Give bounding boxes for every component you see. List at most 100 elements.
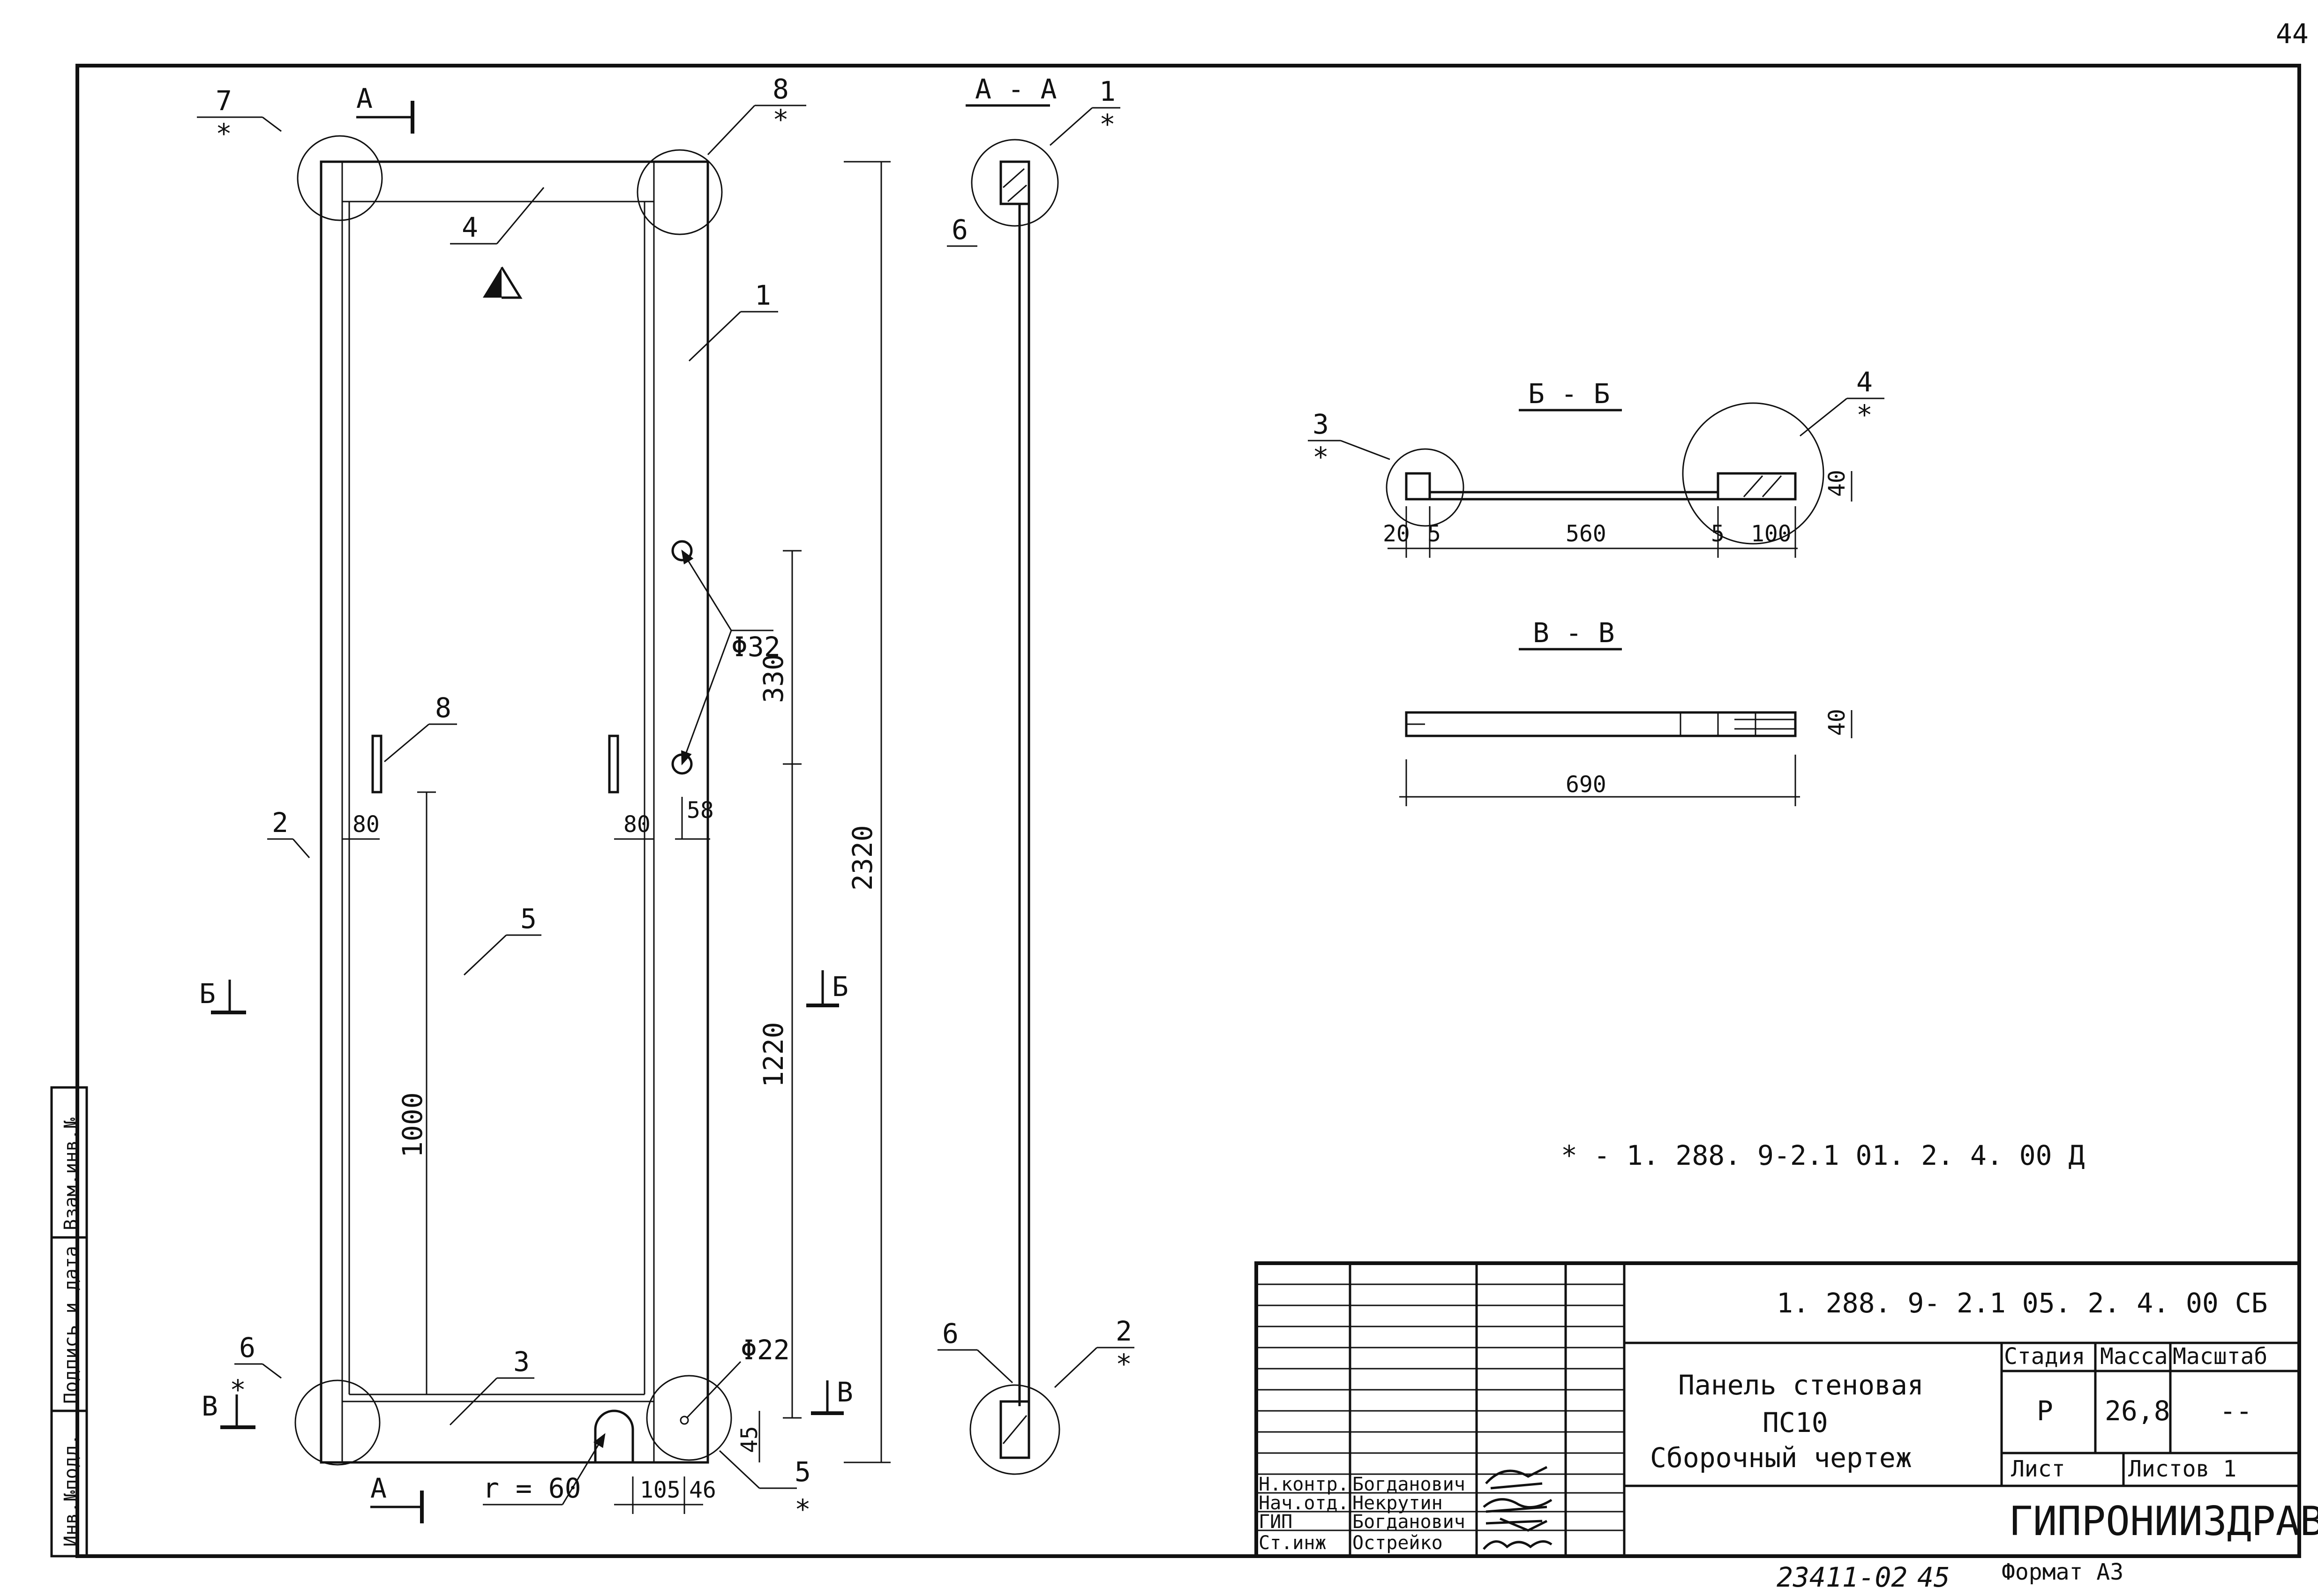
format-label: Формат А3 <box>2002 1559 2123 1585</box>
slot-left <box>371 734 383 794</box>
signatures <box>1483 1466 1553 1550</box>
section-bb-dim-40: 40 <box>1824 470 1850 497</box>
dim-80-right: 80 <box>623 811 651 838</box>
reference-note: * - 1. 288. 9-2.1 01. 2. 4. 00 Д <box>1561 1139 2085 1171</box>
section-mark-b-right: Б <box>832 971 848 1003</box>
detail-circle-2 <box>969 1384 1060 1475</box>
label-listov: Листов 1 <box>2128 1456 2236 1482</box>
col-stadiya: Стадия <box>2004 1343 2085 1370</box>
signer-name: Некрутин <box>1352 1492 1443 1514</box>
section-bb-dim-5a: 5 <box>1427 521 1441 547</box>
label-phi32: Φ32 <box>731 631 780 663</box>
section-bb-dim-100: 100 <box>1751 521 1792 547</box>
section-mark-v-star: * <box>230 1374 246 1406</box>
side-stamp: Инв.№подл. Подпись и дата Взам.инв.№ <box>50 1086 88 1558</box>
detail-circle-6 <box>294 1379 381 1466</box>
dim-45: 45 <box>736 1426 763 1453</box>
elevation-dimensions: 2320 330 1220 1000 80 80 58 105 46 45 Φ3… <box>342 161 891 1514</box>
section-vv-dim-690: 690 <box>1566 772 1606 798</box>
section-mark-a-bottom: А <box>370 1472 387 1504</box>
value-stadiya: Р <box>2037 1395 2053 1427</box>
callout-7: 7 <box>216 85 232 117</box>
section-bb-callout-4: 4 <box>1856 366 1873 398</box>
page-number: 44 <box>2276 18 2309 50</box>
dim-1000: 1000 <box>397 1092 428 1158</box>
detail-circle-8 <box>637 149 723 235</box>
signer-role: Н.контр. <box>1259 1474 1349 1495</box>
section-bb-callout-3: 3 <box>1313 408 1329 440</box>
panel-elevation <box>294 135 732 1466</box>
signer-name: Острейко <box>1352 1532 1443 1554</box>
stamp-vzam: Взам.инв.№ <box>60 1117 82 1230</box>
callout-1: 1 <box>755 279 771 311</box>
section-aa-title: А - А <box>975 73 1057 105</box>
section-aa-callout-2: 2 <box>1116 1315 1132 1347</box>
title-block <box>1254 1261 2301 1558</box>
org-name: ГИПРОНИИЗДРАВ <box>2009 1498 2318 1545</box>
title-line-2: ПС10 <box>1763 1407 1828 1439</box>
section-vv-dim-40: 40 <box>1824 709 1850 736</box>
elevation-callouts: 7 * 8 * 4 1 8 2 5 6 3 5 * <box>197 73 811 1525</box>
detail-circle-4 <box>1682 402 1824 545</box>
dim-46: 46 <box>689 1477 716 1503</box>
panel-outline <box>320 160 709 1464</box>
section-mark-b-left: Б <box>199 978 216 1010</box>
hole-phi22 <box>680 1416 689 1425</box>
col-masshtab: Масштаб <box>2173 1343 2267 1370</box>
value-massa: 26,8 <box>2105 1395 2170 1427</box>
signer-name: Богданович <box>1352 1511 1465 1533</box>
detail-circle-5 <box>646 1375 732 1461</box>
section-vv: В - В 690 40 <box>1399 617 1853 806</box>
section-bb-dim-20: 20 <box>1383 521 1410 547</box>
section-markers: А А Б Б В * В <box>199 82 853 1523</box>
label-radius: r = 60 <box>483 1472 581 1504</box>
detail-circle-3 <box>1386 448 1464 527</box>
callout-6: 6 <box>239 1332 255 1364</box>
section-bb-callout-3-star: * <box>1313 441 1329 473</box>
callout-2: 2 <box>272 807 288 839</box>
section-aa-callout-2-star: * <box>1116 1348 1132 1380</box>
stamp-podpis: Подпись и дата <box>60 1246 82 1404</box>
callout-8-star: * <box>773 104 789 135</box>
section-vv-title: В - В <box>1533 617 1615 649</box>
section-bb-title: Б - Б <box>1528 378 1610 410</box>
signer-role: Ст.инж <box>1259 1532 1327 1554</box>
section-mark-v-right: В <box>837 1376 853 1408</box>
label-list: Лист <box>2011 1456 2065 1482</box>
callout-5: 5 <box>795 1456 811 1488</box>
detail-circle-1 <box>971 139 1059 227</box>
section-mark-a-top: А <box>356 82 373 114</box>
col-massa: Масса <box>2100 1343 2168 1370</box>
section-aa-callout-6: 6 <box>952 214 968 246</box>
detail-circle-7 <box>297 135 383 221</box>
bottom-code: 23411-02 <box>1777 1561 1907 1593</box>
section-bb-dim-5b: 5 <box>1711 521 1725 547</box>
callout-7-star: * <box>216 118 232 150</box>
slot-right <box>608 734 619 794</box>
dim-105: 105 <box>640 1477 681 1503</box>
revision-triangle <box>483 267 502 298</box>
dim-80-left: 80 <box>353 811 380 838</box>
callout-8: 8 <box>773 73 789 105</box>
section-bb-callout-4-star: * <box>1856 399 1873 431</box>
section-mark-v-left: В <box>202 1390 218 1422</box>
drawing-frame <box>75 64 2301 1558</box>
callout-5-star: * <box>795 1493 811 1525</box>
title-line-3: Сборочный чертеж <box>1650 1442 1912 1474</box>
section-aa-callout-1-star: * <box>1099 108 1116 140</box>
section-bb: Б - Б 3 * 4 * 20 5 560 5 100 40 <box>1308 366 1884 558</box>
dim-330: 330 <box>758 654 789 703</box>
bottom-number: 45 <box>1917 1561 1950 1593</box>
callout-4: 4 <box>462 211 478 243</box>
label-phi22: Φ22 <box>741 1334 790 1366</box>
section-aa: А - А 1 * 6 6 2 * <box>938 73 1134 1475</box>
value-masshtab: -- <box>2220 1395 2252 1427</box>
signer-role: ГИП <box>1259 1511 1292 1533</box>
dim-58: 58 <box>687 797 714 824</box>
stamp-inv-podl: Инв.№подл. <box>60 1434 82 1547</box>
section-aa-callout-6b: 6 <box>942 1318 959 1349</box>
doc-code: 1. 288. 9- 2.1 05. 2. 4. 00 СБ <box>1777 1287 2268 1319</box>
title-line-1: Панель стеновая <box>1678 1369 1924 1401</box>
dim-2320: 2320 <box>847 825 878 891</box>
